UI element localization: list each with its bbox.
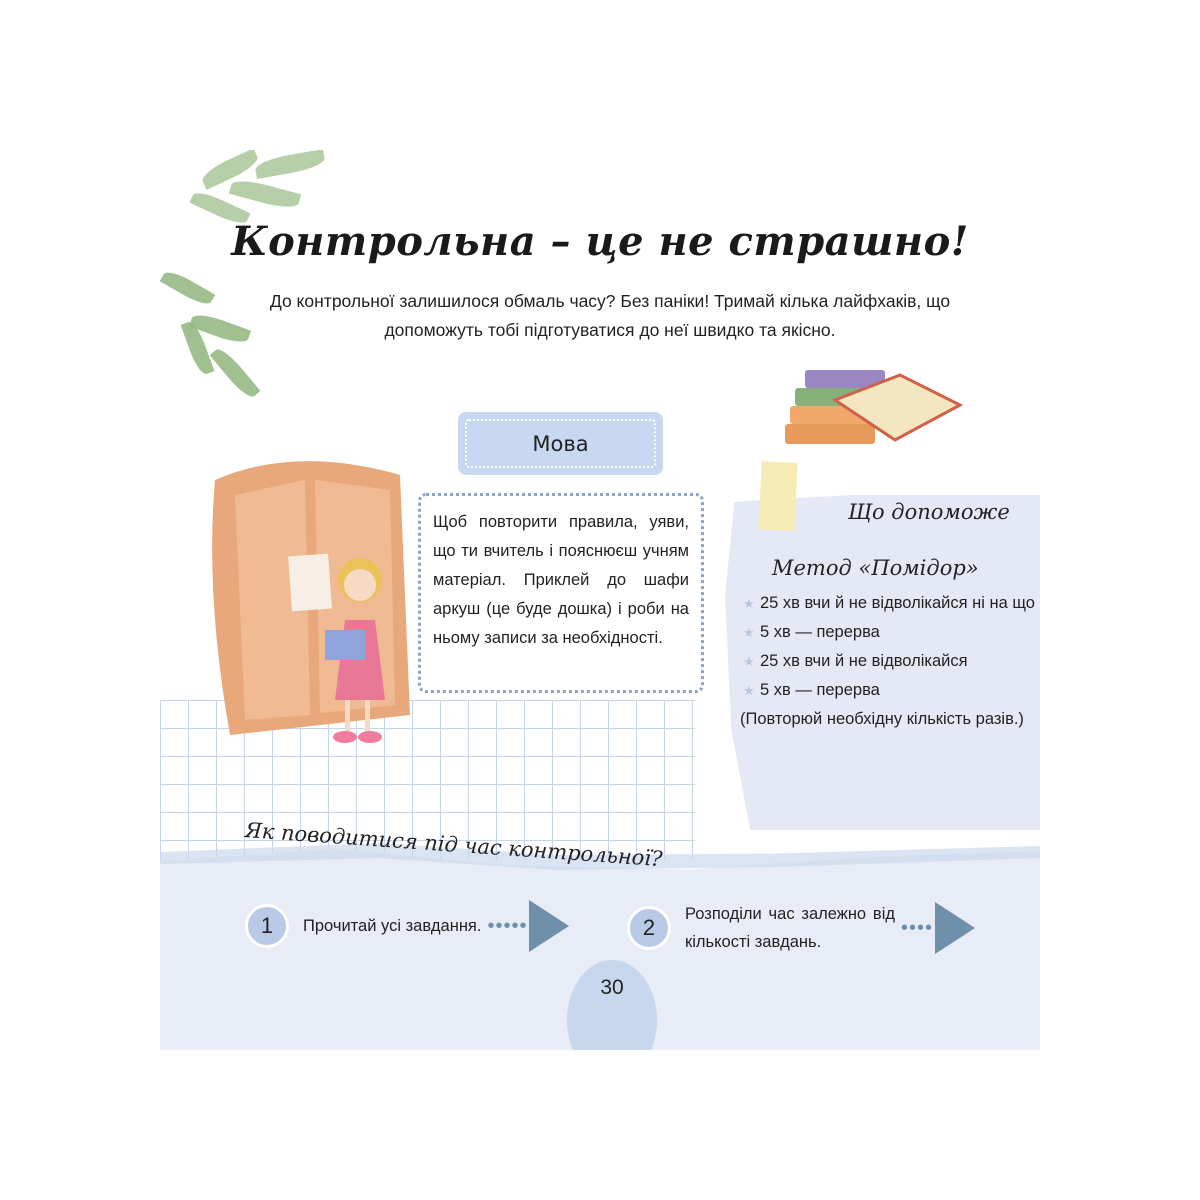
- step-text: Прочитай усі завдання.: [303, 917, 482, 935]
- step-number: 1: [245, 904, 289, 948]
- books-illustration: [785, 370, 964, 444]
- list-item: 5 хв — перерва: [743, 676, 1035, 705]
- arrow-right-icon: [935, 902, 976, 954]
- page-number: 30: [567, 960, 657, 1050]
- list-item: 5 хв — перерва: [743, 618, 1035, 647]
- help-heading: Що допоможе: [848, 500, 1010, 524]
- dotted-line: ••••: [901, 916, 934, 939]
- intro-text: До контрольної залишилося обмаль часу? Б…: [269, 291, 951, 340]
- subject-label: Мова: [465, 419, 656, 468]
- step-text: Розподіли час залежно від кількості завд…: [685, 905, 895, 951]
- tip-box: Щоб повторити правила, уяви, що ти вчите…: [418, 493, 704, 693]
- step-number: 2: [627, 906, 671, 950]
- subject-label-box: Мова: [458, 412, 663, 475]
- list-item: 25 хв вчи й не відволікайся ні на що: [743, 589, 1035, 618]
- list-item: 25 хв вчи й не відволікайся: [743, 647, 1035, 676]
- book-page: Контрольна – це не страшно! До контрольн…: [160, 150, 1040, 1050]
- pomodoro-list: 25 хв вчи й не відволікайся ні на що 5 х…: [740, 589, 1035, 734]
- step-1: 1 Прочитай усі завдання. •••••: [245, 900, 570, 952]
- step-2: 2 Розподіли час залежно від кількості за…: [627, 900, 976, 956]
- arrow-right-icon: [529, 900, 570, 952]
- list-note: (Повторюй необхідну кількість разів.): [740, 710, 1024, 728]
- tape-decoration: [758, 461, 798, 531]
- page-title: Контрольна – це не страшно!: [231, 218, 969, 265]
- method-title: Метод «Помідор»: [772, 556, 979, 580]
- dotted-line: •••••: [487, 914, 528, 937]
- wardrobe-girl-illustration: [212, 461, 410, 743]
